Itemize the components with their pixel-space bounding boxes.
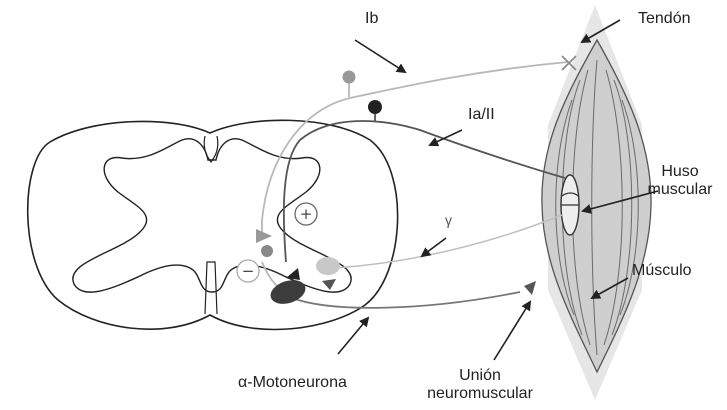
union-arrow	[494, 302, 530, 360]
motoneurona-label: α-Motoneurona	[238, 374, 347, 392]
union-label-line2: neuromuscular	[410, 385, 550, 403]
ib-ganglion	[343, 71, 356, 84]
huso-label-line2: muscular	[634, 181, 726, 199]
musculo-label: Músculo	[632, 262, 692, 280]
inhibitory-interneuron	[261, 245, 273, 257]
huso-label-line1: Huso	[634, 163, 726, 181]
union-label-line1: Unión	[410, 367, 550, 385]
gamma-terminal	[322, 279, 336, 290]
ib-pathway	[262, 62, 568, 294]
tendon-label: Tendón	[638, 10, 691, 28]
spinal-cord-outline	[28, 120, 398, 329]
plus-sign: +	[300, 205, 313, 223]
gamma-motoneuron	[316, 257, 340, 275]
spinal-cord	[28, 120, 398, 329]
alpha-motoneuron-soma	[267, 276, 308, 308]
ia-ganglion	[368, 100, 382, 114]
ia-terminal	[286, 268, 300, 280]
muscle-belly	[542, 40, 651, 372]
anterior-median-fissure	[205, 262, 217, 314]
minus-sign: −	[242, 262, 255, 280]
muscle	[542, 5, 651, 400]
union-label: Unión neuromuscular	[410, 367, 550, 403]
huso-label: Huso muscular	[634, 163, 726, 199]
ia-pathway	[284, 112, 565, 262]
ia-ii-label: Ia/II	[468, 106, 495, 124]
alpha-axon	[292, 292, 520, 308]
ib-arrow	[355, 40, 405, 72]
ib-terminal	[256, 229, 272, 243]
ib-label: Ib	[365, 10, 378, 28]
motoneurona-arrow	[338, 318, 368, 354]
neuromuscular-junction-terminal	[524, 281, 536, 295]
muscle-spindle	[561, 175, 579, 235]
gamma-label: γ	[445, 211, 452, 229]
